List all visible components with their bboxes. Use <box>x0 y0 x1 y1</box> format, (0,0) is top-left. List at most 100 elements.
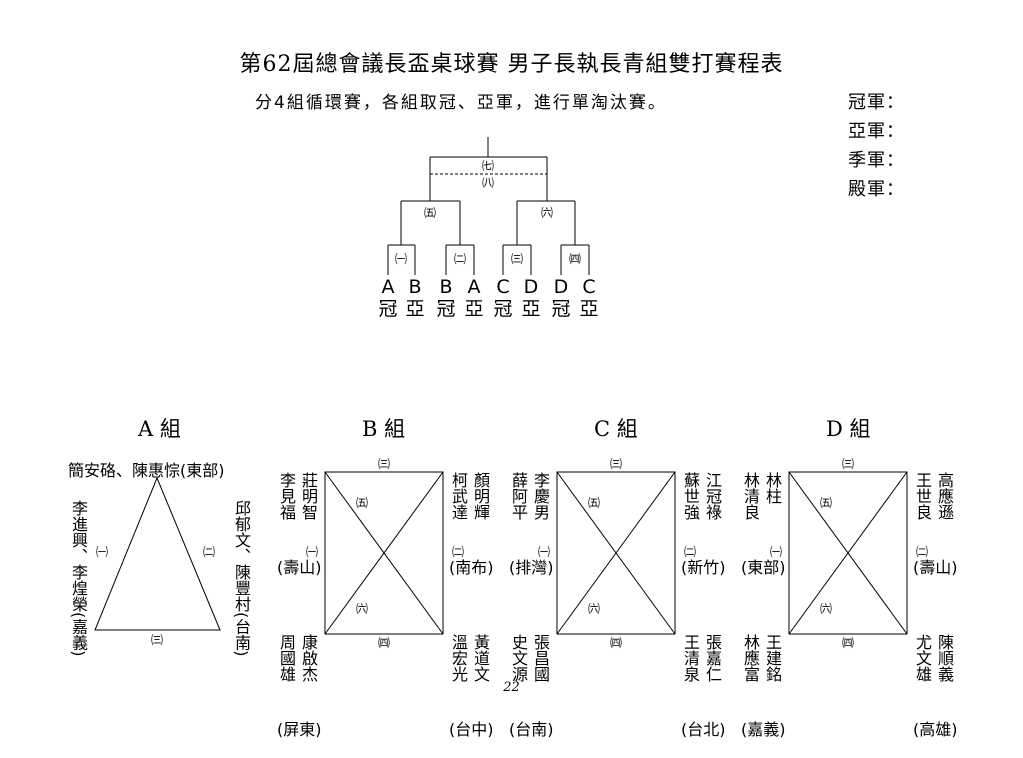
group-c-match-2: ㈡ <box>684 545 696 559</box>
group-d-title: D 組 <box>826 417 871 441</box>
seed-letter: B <box>408 276 421 298</box>
group-c-match-1: ㈠ <box>538 545 550 559</box>
group-d-match-2: ㈡ <box>916 545 928 559</box>
group-d-diagram: ㈢ ㈠ ㈡ ㈣ ㈤ ㈥ <box>770 457 928 650</box>
group-c-match-4: ㈣ <box>610 636 622 650</box>
seed-rank: 亞 <box>579 298 598 320</box>
player-name: 張昌國 <box>531 634 550 682</box>
team-region: (東部) <box>741 558 786 577</box>
player-name: 周國雄 <box>277 634 296 682</box>
seed-letter: C <box>496 276 509 298</box>
team-region: (台北) <box>681 720 726 739</box>
group-b-match-6: ㈥ <box>356 602 368 616</box>
player-name: 李見福 <box>277 472 296 520</box>
match-5-label: ㈤ <box>424 206 436 220</box>
seed-letter: B <box>439 276 452 298</box>
group-a-triangle: ㈠ ㈡ ㈢ <box>94 476 221 647</box>
group-b-diagram: ㈢ ㈠ ㈡ ㈣ ㈤ ㈥ <box>306 457 464 650</box>
team-region: (屏東) <box>277 720 322 739</box>
team-region: (南布) <box>449 558 494 577</box>
seed-letter: D <box>554 276 569 298</box>
group-b-team-tr: 顏明輝 柯武達 (南布) <box>449 434 495 596</box>
team-region: (排灣) <box>509 558 554 577</box>
seed-letter: C <box>582 276 595 298</box>
group-a-left-team: 李進興、李煌榮(嘉義) <box>69 500 88 657</box>
group-b-match-5: ㈤ <box>356 496 368 510</box>
seed-rank: 冠 <box>378 298 397 320</box>
player-name: 蘇世強 <box>681 472 700 520</box>
player-name: 史文源 <box>509 634 528 682</box>
seed-letter: D <box>524 276 539 298</box>
player-name: 張嘉仁 <box>703 634 722 682</box>
award-third: 季軍： <box>848 150 905 171</box>
player-name: 柯武達 <box>449 472 468 520</box>
group-d-match-4: ㈣ <box>842 636 854 650</box>
team-region: (新竹) <box>681 558 726 577</box>
seed-rank: 亞 <box>464 298 483 320</box>
group-d-team-tl: 林柱 林清良 (東部) <box>741 434 787 596</box>
award-runner-up: 亞軍： <box>848 121 905 142</box>
group-d-match-3: ㈢ <box>842 457 854 471</box>
group-b-title: B 組 <box>362 417 406 441</box>
seed-letter: A <box>468 276 481 298</box>
player-name: 林柱 <box>763 472 782 504</box>
seed-rank: 亞 <box>405 298 424 320</box>
team-region: (壽山) <box>913 558 958 577</box>
player-name: 王世良 <box>913 472 932 520</box>
team-region: (台南) <box>509 720 554 739</box>
group-b-match-4: ㈣ <box>378 636 390 650</box>
group-a-top-team: 簡安硌、陳惠悰(東部) <box>68 461 225 480</box>
player-name: 顏明輝 <box>471 472 490 520</box>
group-a-right-team: 邱郁文、陳豐村(台南) <box>232 500 251 657</box>
award-champion: 冠軍： <box>848 92 905 113</box>
group-b-match-1: ㈠ <box>306 545 318 559</box>
group-d-team-tr: 高應遜 王世良 (壽山) <box>913 434 959 596</box>
player-name: 林應富 <box>741 634 760 682</box>
group-c-match-3: ㈢ <box>610 457 622 471</box>
group-a-match-2: ㈡ <box>203 545 215 559</box>
group-d-match-5: ㈤ <box>820 496 832 510</box>
group-a-title: A 組 <box>138 417 181 441</box>
group-b-team-tl: 莊明智 李見福 (壽山) <box>277 434 323 596</box>
seed-rank: 冠 <box>436 298 455 320</box>
player-name: 李慶男 <box>531 472 550 520</box>
player-name: 高應遜 <box>935 472 954 520</box>
group-d-match-1: ㈠ <box>770 545 782 559</box>
group-c-team-tl: 李慶男 薛阿平 (排灣) <box>509 434 555 596</box>
team-region: (嘉義) <box>741 720 786 739</box>
team-region: (壽山) <box>277 558 322 577</box>
player-name: 江冠祿 <box>703 472 722 520</box>
player-name: 陳順義 <box>935 634 954 682</box>
seed-letter: A <box>382 276 395 298</box>
seed-rank: 冠 <box>493 298 512 320</box>
group-c-match-5: ㈤ <box>588 496 600 510</box>
player-name: 王清泉 <box>681 634 700 682</box>
match-6-label: ㈥ <box>541 206 553 220</box>
team-region: (高雄) <box>913 720 958 739</box>
player-name: 王建銘 <box>763 634 782 682</box>
page-subtitle: 分4組循環賽，各組取冠、亞軍，進行單淘汰賽。 <box>255 93 667 113</box>
team-region: (台中) <box>449 720 494 739</box>
award-fourth: 殿軍： <box>848 179 905 200</box>
group-c-team-tr: 江冠祿 蘇世強 (新竹) <box>681 434 727 596</box>
player-name: 莊明智 <box>299 472 318 520</box>
match-3-label: ㈢ <box>511 252 523 266</box>
player-name: 溫宏光 <box>449 634 468 682</box>
seed-rank: 亞 <box>521 298 540 320</box>
page-title: 第62屆總會議長盃桌球賽 男子長執長青組雙打賽程表 <box>239 52 784 77</box>
group-c-match-6: ㈥ <box>588 602 600 616</box>
match-4-label: ㈣ <box>569 252 581 266</box>
knockout-bracket: ㈦ ㈧ ㈤ ㈥ ㈠ ㈡ ㈢ ㈣ A B B A C D D C 冠 亞 冠 亞 … <box>378 137 599 320</box>
page-number: 22 <box>503 680 520 695</box>
player-name: 林清良 <box>741 472 760 520</box>
player-name: 康啟杰 <box>299 634 318 682</box>
seed-rank: 冠 <box>551 298 570 320</box>
player-name: 薛阿平 <box>509 472 528 520</box>
group-b-match-3: ㈢ <box>378 457 390 471</box>
group-d-match-6: ㈥ <box>820 602 832 616</box>
match-8-label: ㈧ <box>482 176 494 190</box>
match-7-label: ㈦ <box>482 159 494 173</box>
group-c-title: C 組 <box>594 417 638 441</box>
group-a-match-3: ㈢ <box>151 633 163 647</box>
match-1-label: ㈠ <box>395 252 407 266</box>
